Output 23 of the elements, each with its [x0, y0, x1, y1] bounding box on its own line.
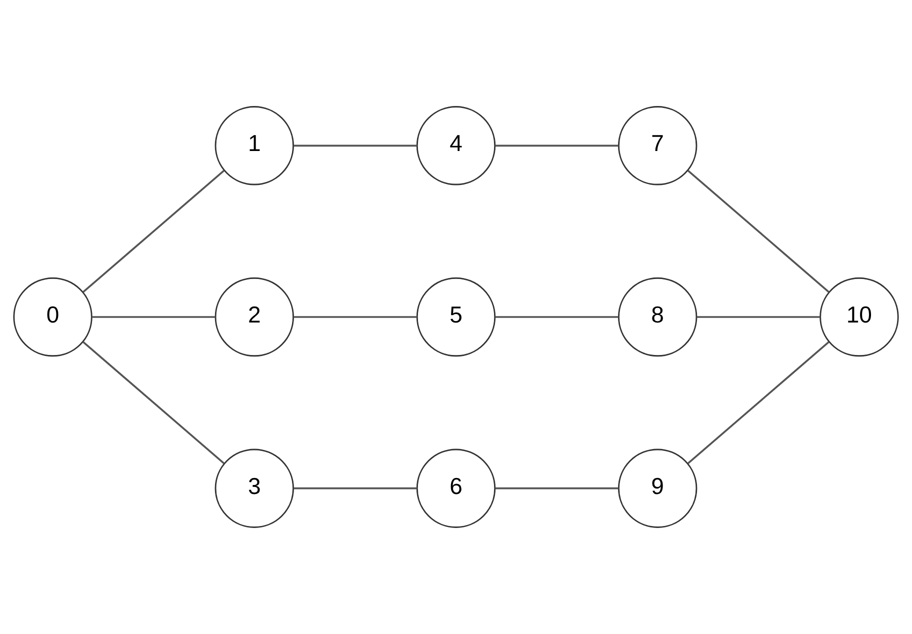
connector [687, 170, 830, 293]
node-circle: 6 [416, 448, 496, 528]
connector [696, 316, 820, 318]
node-circle: 3 [214, 448, 294, 528]
node-circle: 4 [416, 106, 496, 186]
connector [495, 487, 618, 490]
connector [294, 316, 417, 318]
connector [687, 341, 830, 464]
node-circle: 10 [820, 277, 899, 357]
node-circle: 0 [13, 277, 92, 357]
connector [82, 341, 225, 464]
node-circle: 8 [618, 277, 698, 357]
node-circle: 2 [214, 277, 294, 357]
node-circle: 5 [416, 277, 496, 357]
node-circle: 1 [214, 106, 294, 186]
connector [495, 316, 618, 318]
connector [82, 170, 225, 293]
connector [294, 144, 417, 147]
node-circle: 9 [618, 448, 698, 528]
node-circle: 7 [618, 106, 698, 186]
connector [495, 144, 618, 147]
connector [294, 487, 417, 490]
connector [92, 316, 216, 318]
